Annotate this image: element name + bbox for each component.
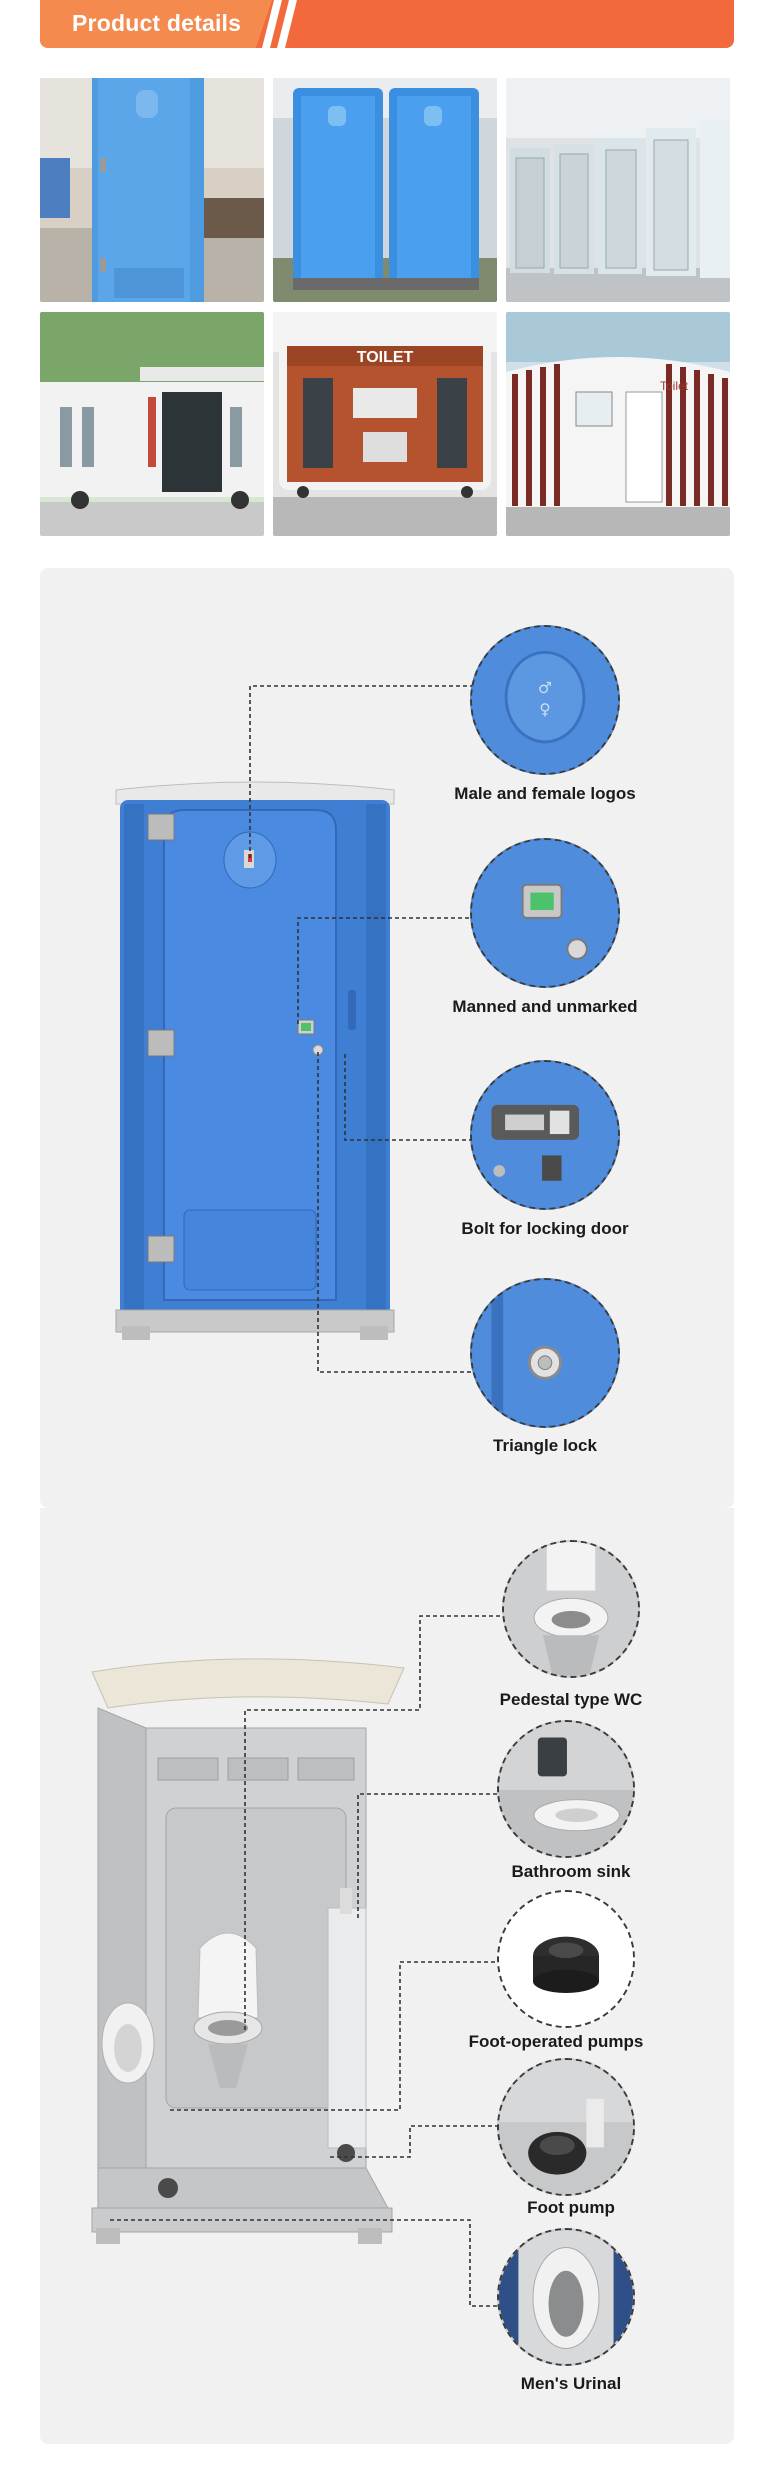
- interior-toilet-illustration: [91, 1658, 405, 2244]
- triangle-lock-icon: [470, 1278, 620, 1428]
- exterior-toilet-illustration: [115, 781, 395, 1340]
- cabin-sign-text: TOILET: [357, 349, 414, 366]
- blue-single-toilet-photo: [40, 78, 264, 302]
- section-title: Product details: [72, 10, 242, 36]
- urinal-icon: [497, 2228, 635, 2366]
- svg-text:♀: ♀: [539, 701, 550, 719]
- white-toilet-row-photo: [506, 78, 730, 302]
- bathroom-sink-icon: [497, 1720, 635, 1858]
- feature-label-bathroom-sink: Bathroom sink: [511, 1862, 631, 1881]
- white-mobile-toilet-photo: [40, 312, 264, 536]
- occupancy-indicator-icon: [470, 838, 620, 988]
- door-bolt-icon: [470, 1060, 620, 1210]
- wood-toilet-cabin-photo: TOILET: [273, 312, 497, 536]
- feature-label-pedestal-wc: Pedestal type WC: [499, 1690, 643, 1709]
- cabin-sign-text: Toilet: [660, 379, 689, 393]
- foot-pump-pedal-icon: [497, 2058, 635, 2196]
- feature-label-triangle-lock: Triangle lock: [493, 1436, 597, 1455]
- feature-label-door-bolt: Bolt for locking door: [461, 1219, 629, 1238]
- svg-text:♂: ♂: [538, 679, 552, 697]
- feature-label-foot-pump: Foot pump: [527, 2198, 615, 2217]
- gender-logo-icon: ♂ ♀: [470, 625, 620, 775]
- feature-label-foot-operated-pumps: Foot-operated pumps: [468, 2032, 644, 2051]
- header-tab: [40, 0, 272, 48]
- pedestal-wc-icon: [502, 1540, 640, 1678]
- feature-label-occupancy: Manned and unmarked: [452, 997, 638, 1016]
- feature-label-gender-logos: Male and female logos: [454, 784, 636, 803]
- foot-pump-icon: [497, 1890, 635, 2028]
- blue-double-toilet-photo: [273, 78, 497, 302]
- feature-label-mens-urinal: Men's Urinal: [520, 2374, 622, 2393]
- striped-toilet-cabin-photo: Toilet: [506, 312, 730, 536]
